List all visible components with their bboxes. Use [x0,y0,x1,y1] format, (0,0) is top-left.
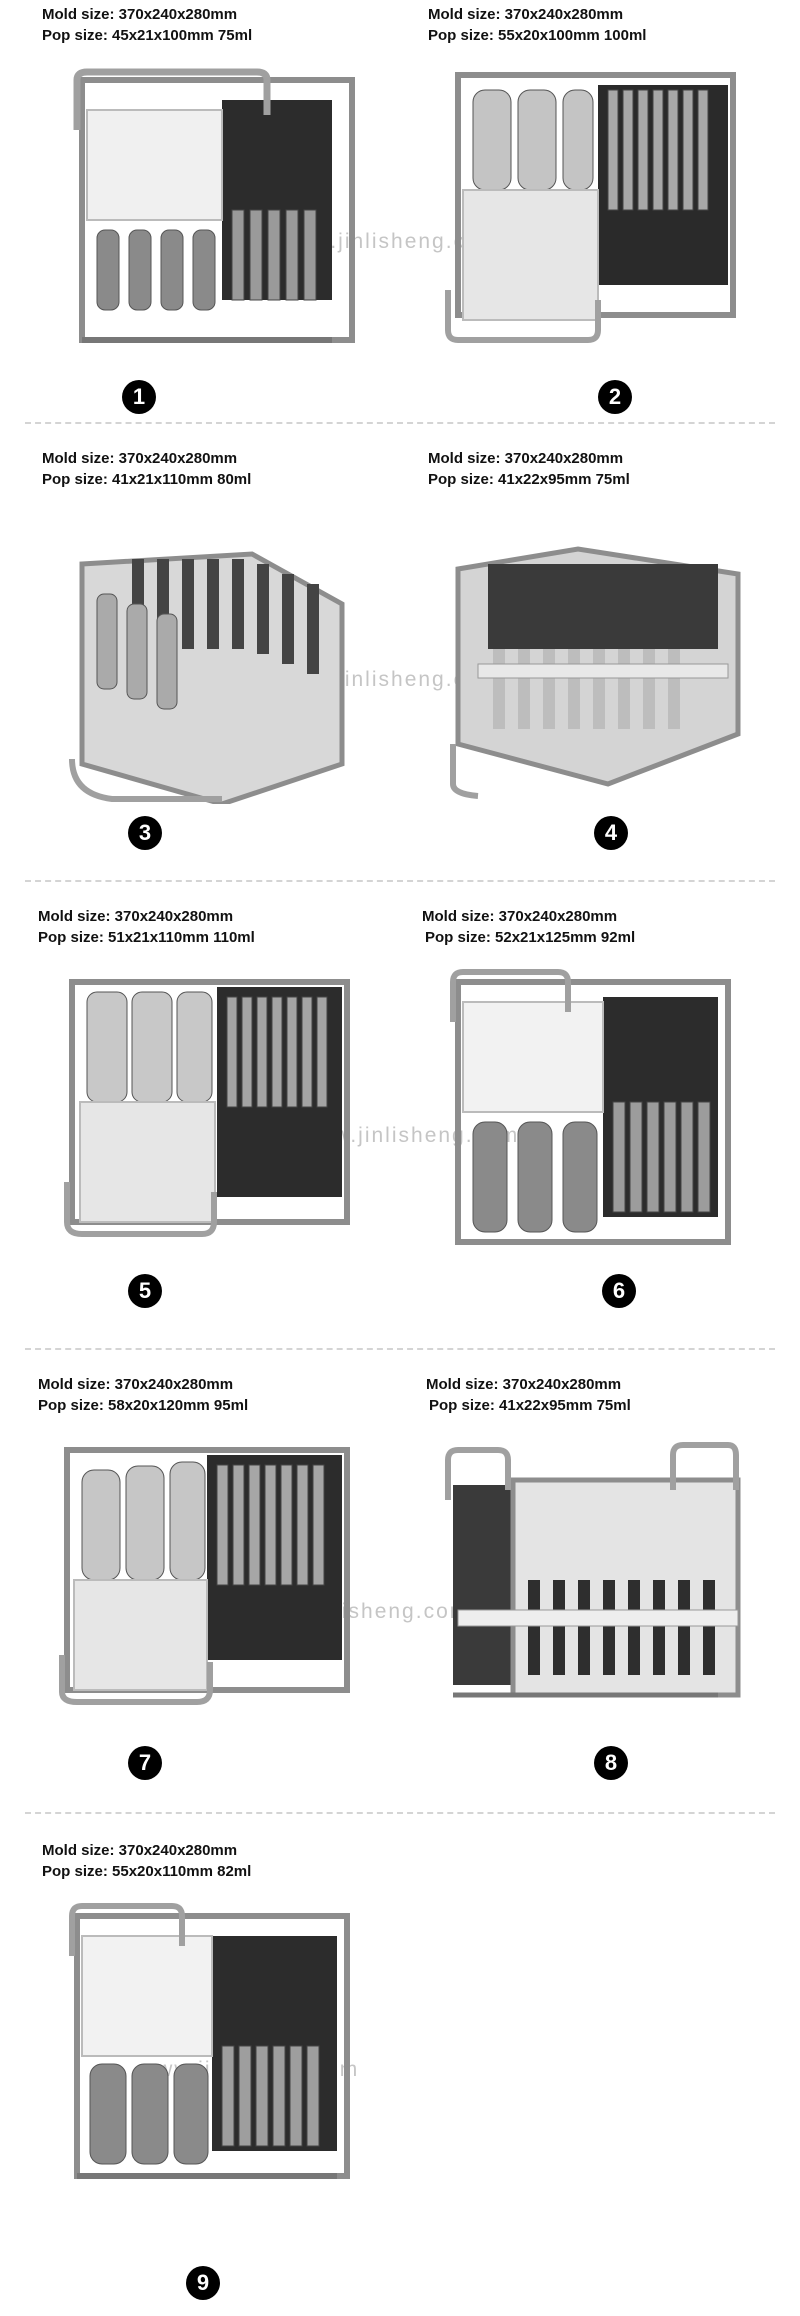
product-number-badge: 6 [602,1274,636,1308]
row-divider [25,880,775,882]
mold-size-label: Mold size: 370x240x280mm [42,6,238,23]
product-card-5: Mold size: 370x240x280mm Pop size: 51x21… [32,906,362,1326]
row-divider [25,1812,775,1814]
spec-text: Mold size: 370x240x280mm Pop size: 52x21… [422,906,635,948]
mold-size-label: Mold size: 370x240x280mm [426,1376,622,1393]
spec-text: Mold size: 370x240x280mm Pop size: 45x21… [42,4,252,46]
product-number-badge: 7 [128,1746,162,1780]
spec-text: Mold size: 370x240x280mm Pop size: 41x21… [42,448,251,490]
product-number-badge: 9 [186,2266,220,2300]
popsicle-mold-photo [450,546,741,799]
product-number-badge: 1 [122,380,156,414]
pop-size-label: Pop size: 52x21x125mm 92ml [425,929,636,946]
pop-size-label: Pop size: 41x21x110mm 80ml [42,471,252,488]
popsicle-mold-photo [69,551,345,804]
product-number-badge: 2 [598,380,632,414]
row-divider [25,422,775,424]
pop-size-label: Pop size: 58x20x120mm 95ml [38,1397,249,1414]
product-card-9: Mold size: 370x240x280mm Pop size: 55x20… [32,1840,362,2300]
watermark: www.jinlisheng.com [280,230,500,253]
pop-size-label: Pop size: 41x22x95mm 75ml [428,471,630,488]
popsicle-mold-photo [64,979,350,1237]
spec-text: Mold size: 370x240x280mm Pop size: 58x20… [38,1374,248,1416]
mold-size-label: Mold size: 370x240x280mm [422,908,618,925]
mold-size-label: Mold size: 370x240x280mm [428,6,624,23]
product-number-badge: 3 [128,816,162,850]
popsicle-mold-photo [445,1442,741,1698]
pop-size-label: Pop size: 51x21x110mm 110ml [38,929,255,946]
product-card-4: Mold size: 370x240x280mm Pop size: 41x22… [418,448,748,868]
product-card-1: Mold size: 370x240x280mm Pop size: 45x21… [32,4,362,424]
spec-text: Mold size: 370x240x280mm Pop size: 55x20… [42,1840,251,1882]
pop-size-label: Pop size: 41x22x95mm 75ml [429,1397,631,1414]
mold-size-label: Mold size: 370x240x280mm [38,908,234,925]
spec-text: Mold size: 370x240x280mm Pop size: 55x20… [428,4,646,46]
product-card-6: Mold size: 370x240x280mm Pop size: 52x21… [418,906,748,1326]
watermark: www.jinlisheng.com [300,1124,520,1147]
mold-size-label: Mold size: 370x240x280mm [428,450,624,467]
product-card-3: Mold size: 370x240x280mm Pop size: 41x21… [32,448,362,868]
product-number-badge: 8 [594,1746,628,1780]
pop-size-label: Pop size: 55x20x100mm 100ml [428,27,647,44]
mold-size-label: Mold size: 370x240x280mm [42,450,238,467]
product-number-badge: 4 [594,816,628,850]
pop-size-label: Pop size: 55x20x110mm 82ml [42,1863,252,1880]
spec-text: Mold size: 370x240x280mm Pop size: 41x22… [428,448,630,490]
product-number-badge: 5 [128,1274,162,1308]
popsicle-mold-photo [73,68,355,343]
popsicle-mold-photo [445,72,736,343]
product-card-7: Mold size: 370x240x280mm Pop size: 58x20… [32,1374,362,1794]
spec-text: Mold size: 370x240x280mm Pop size: 41x22… [426,1374,631,1416]
row-divider [25,1348,775,1350]
pop-size-label: Pop size: 45x21x100mm 75ml [42,27,253,44]
popsicle-mold-photo [59,1447,350,1705]
popsicle-mold-photo [450,969,731,1245]
mold-size-label: Mold size: 370x240x280mm [38,1376,234,1393]
product-card-2: Mold size: 370x240x280mm Pop size: 55x20… [418,4,748,424]
mold-size-label: Mold size: 370x240x280mm [42,1842,238,1859]
product-card-8: Mold size: 370x240x280mm Pop size: 41x22… [418,1374,748,1794]
popsicle-mold-photo [69,1903,350,2179]
spec-text: Mold size: 370x240x280mm Pop size: 51x21… [38,906,255,948]
